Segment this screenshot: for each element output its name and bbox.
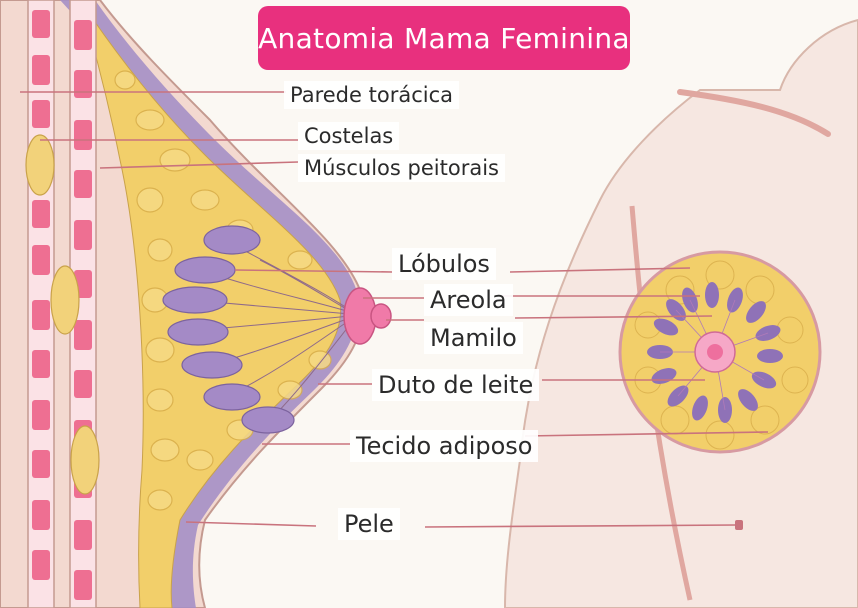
label-skin: Pele <box>338 508 400 540</box>
label-ribs: Costelas <box>298 122 399 150</box>
nipple-front <box>707 344 723 360</box>
label-milk-duct: Duto de leite <box>372 369 539 401</box>
label-adipose-tissue: Tecido adiposo <box>350 430 538 462</box>
nipple-tip-side <box>371 304 391 328</box>
skin-marker <box>735 520 743 530</box>
diagram-title: Anatomia Mama Feminina <box>258 6 630 70</box>
label-lobules: Lóbulos <box>392 248 496 280</box>
label-areola: Areola <box>424 284 513 316</box>
label-pectoral-muscles: Músculos peitorais <box>298 154 505 182</box>
label-chest-wall: Parede torácica <box>284 81 459 109</box>
label-nipple: Mamilo <box>424 322 523 354</box>
